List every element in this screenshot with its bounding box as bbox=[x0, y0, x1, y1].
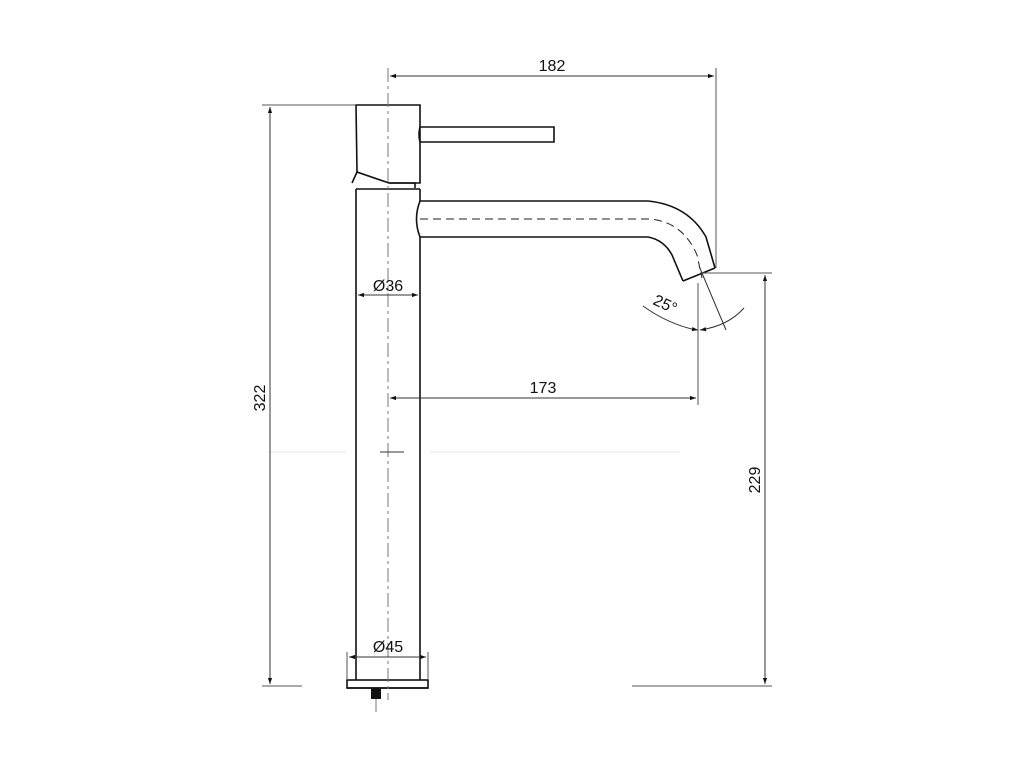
dimension-label-173: 173 bbox=[530, 380, 557, 397]
dimension-body-diameter: Ø36 bbox=[358, 278, 418, 298]
dimension-base-diameter: Ø45 bbox=[346, 639, 429, 680]
dimension-spout-reach-total: 182 bbox=[390, 58, 717, 268]
lever bbox=[418, 126, 555, 143]
dimension-overall-height: 322 bbox=[252, 104, 356, 687]
dimension-spout-angle: 25° bbox=[642, 265, 745, 332]
dimension-label-d36: Ø36 bbox=[373, 278, 403, 295]
threaded-stem bbox=[371, 688, 381, 712]
tap-outline bbox=[346, 104, 716, 712]
dimension-label-229: 229 bbox=[747, 467, 764, 494]
dimension-label-322: 322 bbox=[252, 385, 269, 412]
spout bbox=[415, 200, 716, 282]
handle-block bbox=[351, 104, 421, 188]
dimension-spout-reach-outlet: 173 bbox=[390, 283, 699, 405]
dimension-label-182: 182 bbox=[539, 58, 566, 75]
dimension-outlet-height: 229 bbox=[632, 272, 772, 687]
dimension-label-d45: Ø45 bbox=[373, 639, 403, 656]
